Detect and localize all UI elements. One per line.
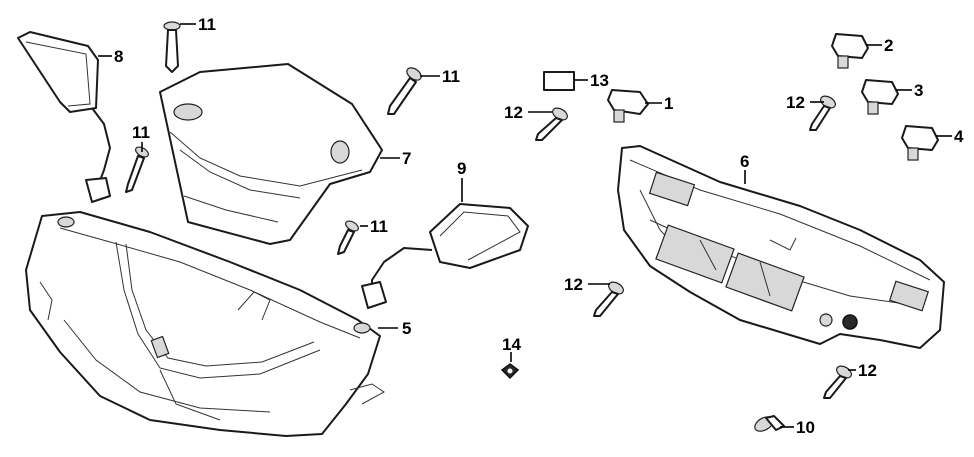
clip-part-3[interactable] <box>861 79 899 115</box>
callout-11b: 11 <box>442 67 460 86</box>
callout-12a: 12 <box>504 103 523 122</box>
leader-lines <box>98 23 952 428</box>
callout-4: 4 <box>954 127 964 146</box>
callout-9: 9 <box>457 159 466 178</box>
callout-7: 7 <box>402 149 411 168</box>
callout-11d: 11 <box>370 217 388 236</box>
right-mirror[interactable] <box>361 203 529 309</box>
callout-11c: 11 <box>132 123 150 142</box>
bolt-part-10[interactable] <box>752 414 785 434</box>
screw-11c[interactable] <box>125 145 150 193</box>
nut-part-14[interactable] <box>500 363 520 380</box>
callout-10: 10 <box>796 418 815 437</box>
callout-12c: 12 <box>564 275 583 294</box>
screw-12b[interactable] <box>809 94 837 131</box>
clip-part-2[interactable] <box>831 33 869 69</box>
callout-2: 2 <box>884 36 893 55</box>
rear-cover-assembly[interactable] <box>617 145 945 349</box>
left-mirror[interactable] <box>17 31 111 203</box>
callout-14: 14 <box>502 335 521 354</box>
screw-11b[interactable] <box>387 65 423 115</box>
clip-part-1[interactable] <box>607 89 649 123</box>
meter-cover[interactable] <box>159 63 383 245</box>
callout-12d: 12 <box>858 361 877 380</box>
callout-13: 13 <box>590 71 609 90</box>
screw-12d[interactable] <box>823 364 853 399</box>
label-part-13[interactable] <box>543 71 575 91</box>
callout-1: 1 <box>664 94 673 113</box>
callout-11a: 11 <box>198 15 216 34</box>
callout-6: 6 <box>740 152 749 171</box>
callout-labels: 1 2 3 4 5 6 7 8 9 10 11 11 11 11 12 12 1… <box>114 15 964 437</box>
screw-11d[interactable] <box>337 219 360 255</box>
screw-11a[interactable] <box>163 21 181 73</box>
callout-3: 3 <box>914 81 923 100</box>
clip-part-4[interactable] <box>901 125 939 161</box>
callout-5: 5 <box>402 319 411 338</box>
callout-8: 8 <box>114 47 123 66</box>
handlebar-front-cover[interactable] <box>25 211 385 437</box>
screw-12c[interactable] <box>593 280 625 317</box>
callout-12b: 12 <box>786 93 805 112</box>
screw-12a[interactable] <box>535 106 569 141</box>
